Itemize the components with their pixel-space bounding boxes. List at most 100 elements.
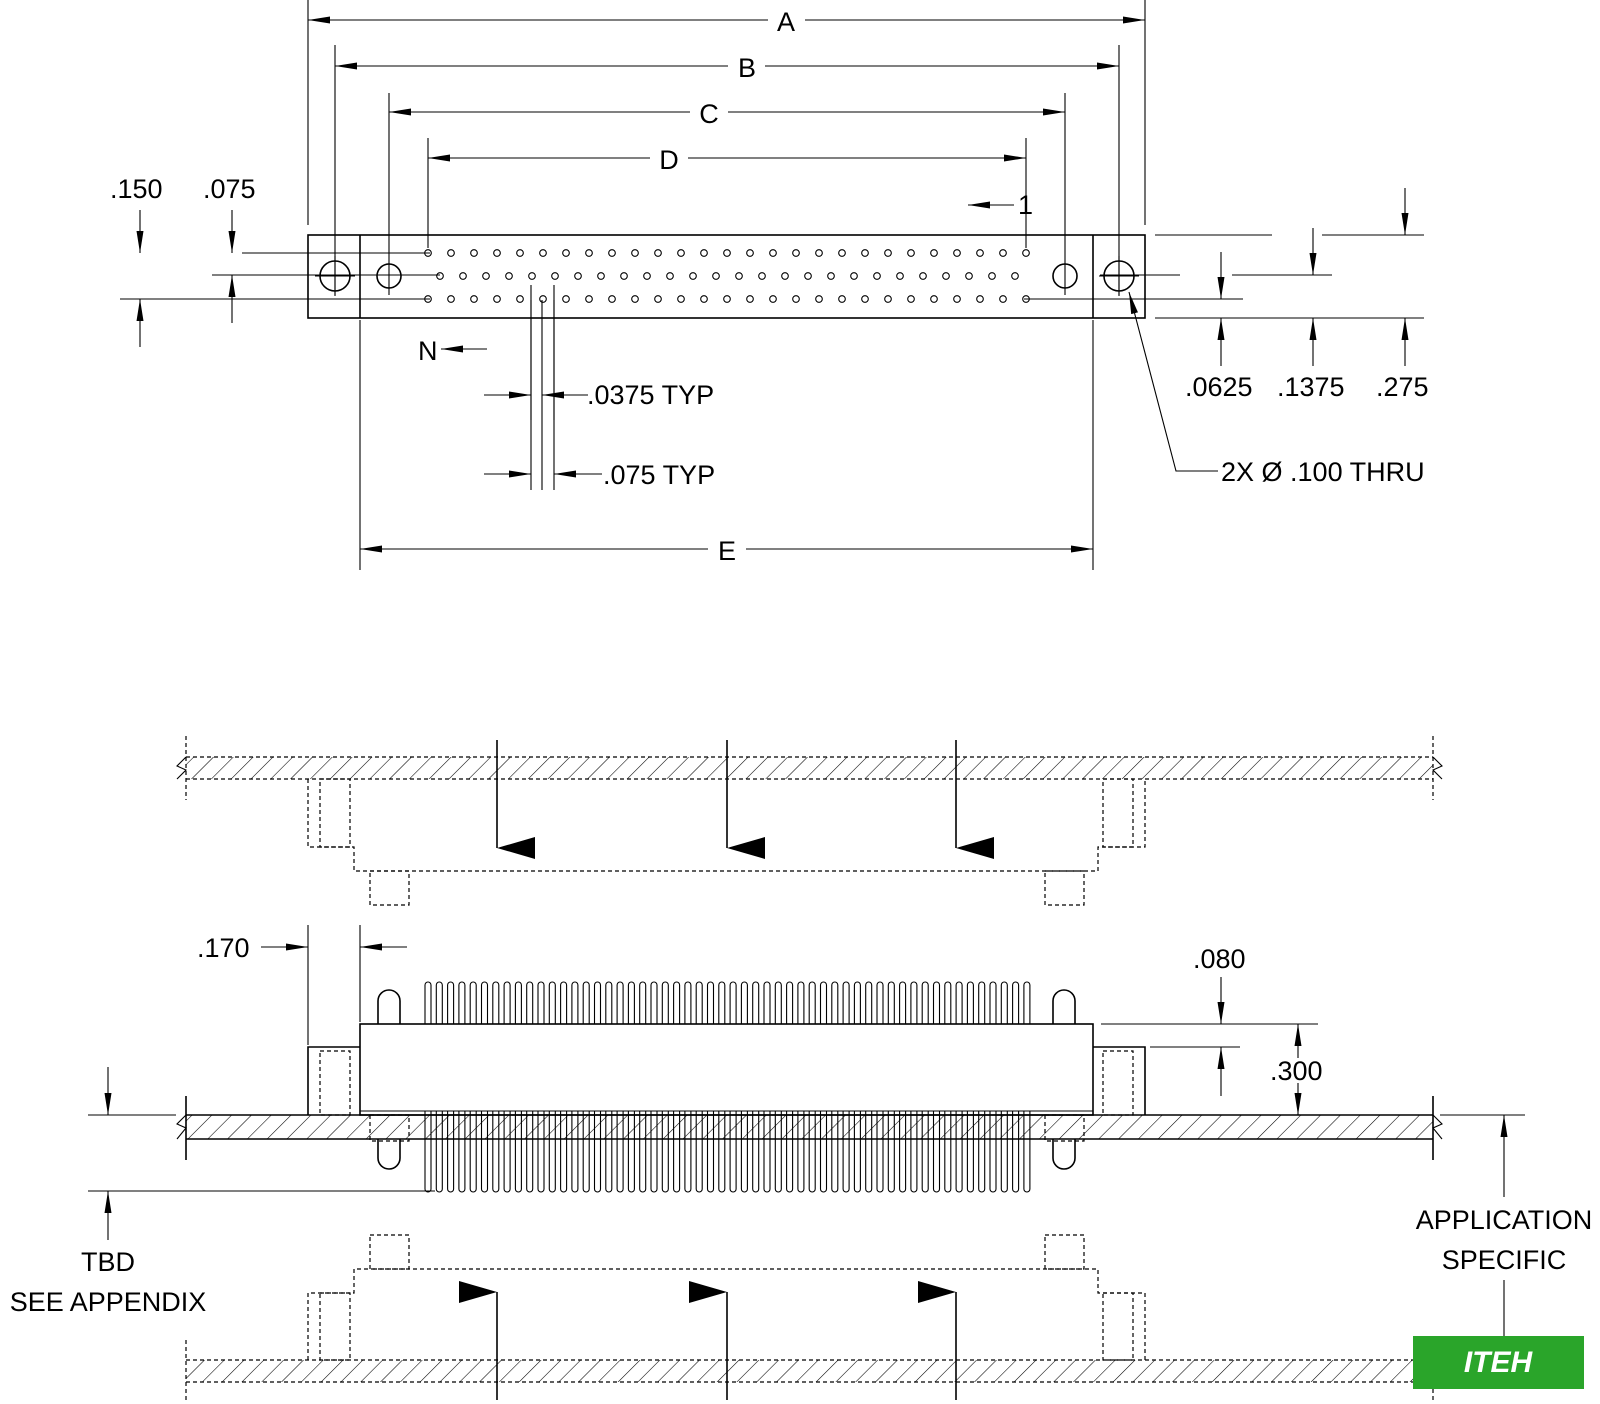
pin-hole — [781, 272, 789, 280]
contact-lead — [1012, 1111, 1020, 1193]
contact-lead — [1023, 1111, 1031, 1193]
top-mating-connector — [307, 778, 1146, 906]
pin-hole — [447, 295, 455, 303]
contact-lead — [684, 981, 692, 1024]
pin-hole — [505, 272, 513, 280]
contact-lead — [424, 1111, 432, 1193]
dim-080-label: .080 — [1193, 944, 1246, 974]
contact-lead — [876, 1111, 884, 1193]
contact-lead — [639, 981, 647, 1024]
pin-hole — [735, 272, 743, 280]
pin-hole — [907, 249, 915, 257]
pin-hole — [551, 272, 559, 280]
pin-hole — [482, 272, 490, 280]
pin-hole — [677, 249, 685, 257]
pin-hole — [700, 295, 708, 303]
pin-hole — [539, 249, 547, 257]
contact-lead — [955, 981, 963, 1024]
contact-lead — [774, 1111, 782, 1193]
contact-lead — [718, 1111, 726, 1193]
pin-hole — [942, 272, 950, 280]
pin-hole — [746, 295, 754, 303]
contact-lead — [627, 981, 635, 1024]
pin-hole — [723, 295, 731, 303]
pin-hole — [838, 249, 846, 257]
contact-lead — [853, 981, 861, 1024]
contact-lead — [876, 981, 884, 1024]
pin-hole — [769, 295, 777, 303]
dim-0625-label: .0625 — [1185, 372, 1253, 402]
pin-hole — [585, 295, 593, 303]
pin-hole — [792, 249, 800, 257]
contact-lead — [740, 981, 748, 1024]
pin-hole — [965, 272, 973, 280]
contact-lead — [797, 981, 805, 1024]
contact-lead — [424, 981, 432, 1024]
contact-lead — [605, 981, 613, 1024]
contact-lead — [910, 981, 918, 1024]
contact-lead — [514, 981, 522, 1024]
pin-hole — [838, 295, 846, 303]
pin-hole — [654, 249, 662, 257]
pin-hole — [528, 272, 536, 280]
contact-lead — [435, 981, 443, 1024]
logo-text: ITEH — [1464, 1346, 1534, 1379]
pin-hole — [792, 295, 800, 303]
dimension-b: B — [335, 53, 1119, 83]
contact-lead — [480, 1111, 489, 1193]
pin-hole — [896, 272, 904, 280]
contact-lead — [944, 1111, 952, 1193]
pin-hole — [1022, 249, 1030, 257]
pin-hole — [999, 249, 1007, 257]
contact-lead — [887, 1111, 895, 1193]
contact-lead — [786, 1111, 794, 1193]
pin-hole — [539, 295, 547, 303]
dim-150-label: .150 — [110, 174, 163, 204]
pin-n-label: N — [418, 336, 438, 366]
top-board — [176, 736, 1443, 800]
contact-lead — [706, 981, 715, 1024]
pin-hole — [873, 272, 881, 280]
pin-hole — [424, 295, 432, 303]
contact-leads-top — [424, 981, 1031, 1024]
contact-lead — [831, 981, 839, 1024]
contact-lead — [819, 981, 828, 1024]
tbd-label: TBD — [81, 1247, 135, 1277]
contact-lead — [469, 981, 477, 1024]
contact-lead — [480, 981, 489, 1024]
contact-lead — [627, 1111, 635, 1193]
contact-lead — [921, 1111, 929, 1193]
pin-hole — [666, 272, 674, 280]
pin-hole — [988, 272, 996, 280]
contact-lead — [774, 981, 782, 1024]
application-label: APPLICATION — [1416, 1205, 1593, 1235]
pin-hole — [562, 295, 570, 303]
contact-lead — [910, 1111, 918, 1193]
pin-hole — [930, 295, 938, 303]
contact-lead — [797, 1111, 805, 1193]
contact-lead — [695, 981, 703, 1024]
contact-lead — [616, 1111, 624, 1193]
dim-a-label: A — [777, 7, 795, 37]
pin-hole — [608, 249, 616, 257]
contact-lead — [842, 981, 850, 1024]
pin-hole — [562, 249, 570, 257]
contact-lead — [831, 1111, 839, 1193]
pin-hole — [919, 272, 927, 280]
contact-lead — [1000, 981, 1008, 1024]
contact-lead — [932, 981, 941, 1024]
pin-hole — [470, 295, 478, 303]
pin-hole — [654, 295, 662, 303]
contact-lead — [526, 1111, 534, 1193]
contact-lead — [706, 1111, 715, 1193]
dim-pitch-small-label: .0375 TYP — [587, 380, 714, 410]
contact-lead — [650, 1111, 658, 1193]
contact-lead — [865, 1111, 873, 1193]
contact-lead — [808, 1111, 816, 1193]
dim-075-label: .075 — [203, 174, 256, 204]
contact-leads-bottom — [424, 1111, 1031, 1193]
contact-lead — [639, 1111, 647, 1193]
contact-lead — [752, 981, 760, 1024]
contact-lead — [571, 981, 579, 1024]
contact-lead — [1000, 1111, 1008, 1193]
